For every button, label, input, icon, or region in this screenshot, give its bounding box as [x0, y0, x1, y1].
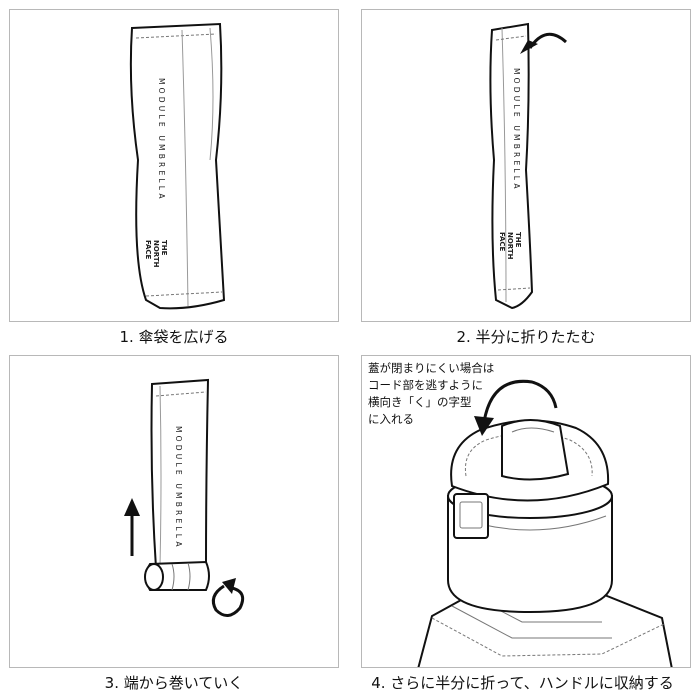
- rolling-bag-illustration: MODULE UMBRELLA: [124, 378, 245, 617]
- bag-brand-text: MODULE UMBRELLA: [512, 68, 521, 192]
- brand-logo: THE NORTH FACE: [144, 240, 168, 268]
- svg-text:THE: THE: [160, 240, 168, 256]
- svg-text:THE: THE: [514, 232, 522, 248]
- instruction-note: 蓋が閉まりにくい場合は コード部を逃すように 横向き「く」の字型 に入れる: [368, 361, 495, 426]
- step-3-panel: MODULE UMBRELLA: [9, 355, 339, 668]
- step-1-panel: MODULE UMBRELLA THE NORTH FACE: [9, 9, 339, 322]
- svg-text:FACE: FACE: [144, 240, 152, 260]
- twist-arrow-head-icon: [474, 416, 494, 436]
- brand-logo: THE NORTH FACE: [498, 232, 522, 260]
- step-2-panel: MODULE UMBRELLA THE NORTH FACE: [361, 9, 691, 322]
- svg-text:NORTH: NORTH: [152, 240, 160, 268]
- twist-arrow-icon: [482, 379, 558, 423]
- fold-arrow-head-icon: [520, 40, 538, 54]
- umbrella-handle: [447, 419, 613, 614]
- step-4-panel: 蓋が閉まりにくい場合は コード部を逃すように 横向き「く」の字型 に入れる: [361, 355, 691, 668]
- step-4-caption: 4. さらに半分に折って、ハンドルに収納する: [371, 674, 674, 692]
- step-3-caption: 3. 端から巻いていく: [104, 674, 244, 692]
- roll-arrow-head-icon: [222, 578, 236, 594]
- unfolded-bag-illustration: MODULE UMBRELLA THE NORTH FACE: [129, 22, 226, 310]
- step-1-caption: 1. 傘袋を広げる: [119, 328, 229, 346]
- bag-brand-text: MODULE UMBRELLA: [174, 426, 183, 550]
- handle-storage-illustration: [417, 379, 673, 667]
- roll-arrow-icon: [211, 584, 245, 617]
- fold-arrow-icon: [528, 32, 568, 49]
- step-2-caption: 2. 半分に折りたたむ: [456, 328, 596, 346]
- rolled-end: [144, 560, 210, 591]
- bag-brand-text: MODULE UMBRELLA: [157, 78, 166, 202]
- svg-text:NORTH: NORTH: [506, 232, 514, 260]
- folded-bag-illustration: MODULE UMBRELLA THE NORTH FACE: [489, 22, 568, 310]
- up-arrow-head-icon: [124, 498, 140, 516]
- svg-text:FACE: FACE: [498, 232, 506, 252]
